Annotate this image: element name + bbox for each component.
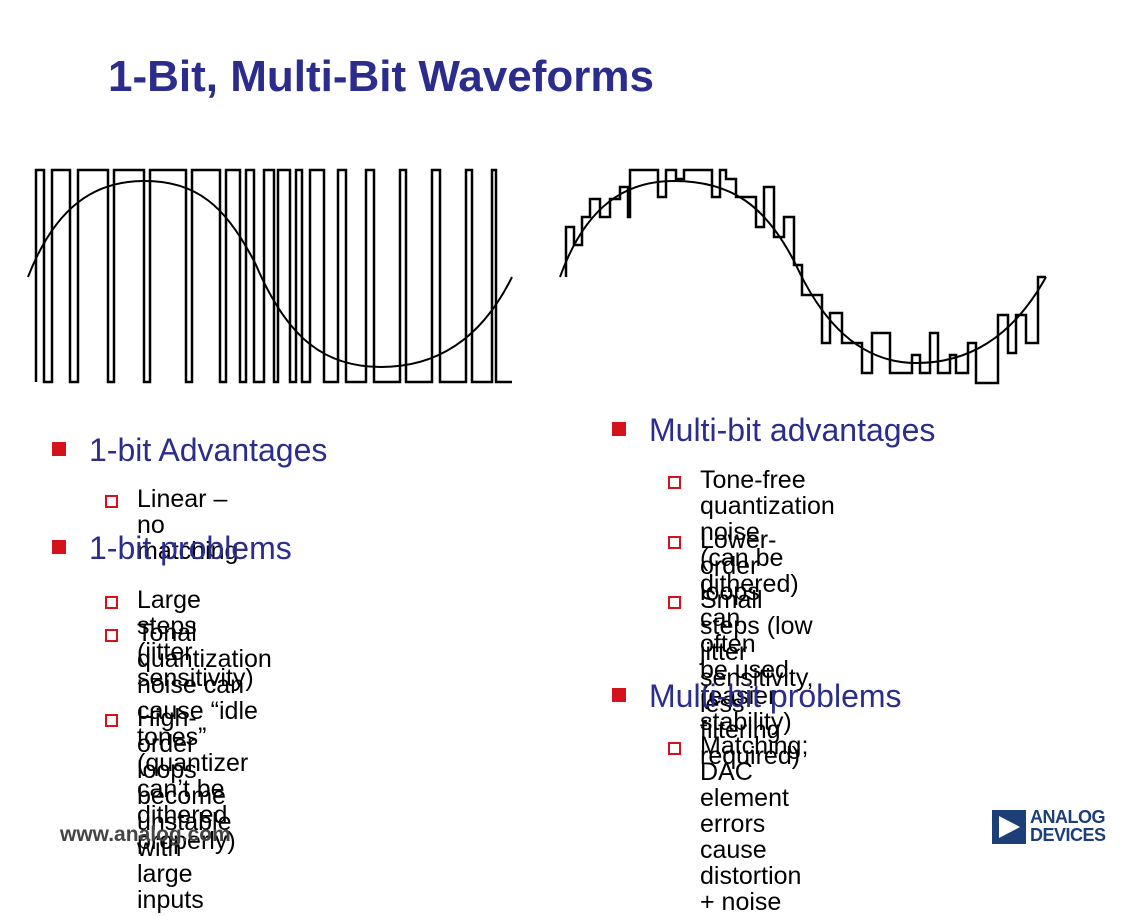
sub-bullet-text: Large steps (jitter sensitivity)	[137, 586, 254, 692]
hollow-square-bullet-icon	[668, 742, 681, 755]
one-bit-pulse-train	[34, 168, 512, 384]
red-square-bullet-icon	[612, 688, 626, 702]
hollow-square-bullet-icon	[668, 536, 681, 549]
multi-bit-staircase	[564, 168, 1046, 385]
hollow-square-bullet-icon	[668, 476, 681, 489]
sub-bullet-text: Small steps (low jitter sensitivity, les…	[700, 586, 814, 770]
section-heading: 1-bit Advantages	[89, 432, 328, 468]
footer-url[interactable]: www.analog.com	[60, 823, 231, 846]
sub-bullet-text: Tone-free quantization noise (can be dit…	[700, 466, 835, 598]
sub-bullet-text: Lower-order loops can often be used (eas…	[700, 526, 792, 736]
hollow-square-bullet-icon	[105, 714, 118, 727]
slide-title: 1-Bit, Multi-Bit Waveforms	[108, 52, 654, 101]
sub-bullet-text: Matching; DAC element errors cause disto…	[700, 732, 809, 916]
logo-wordmark: ANALOG DEVICES	[1030, 807, 1106, 845]
red-square-bullet-icon	[612, 422, 626, 436]
red-square-bullet-icon	[52, 540, 66, 554]
hollow-square-bullet-icon	[105, 495, 118, 508]
red-square-bullet-icon	[52, 442, 66, 456]
hollow-square-bullet-icon	[105, 596, 118, 609]
sub-bullet-text: Linear – no matching	[137, 485, 239, 565]
multi-bit-waveform	[559, 168, 1047, 385]
section-heading: Multi-bit advantages	[649, 412, 936, 448]
section-heading: Multi-bit problems	[649, 678, 902, 714]
one-bit-sine	[27, 179, 513, 369]
sub-bullet-text: Tonal quantization noise can cause “idle…	[137, 619, 272, 855]
triangle-logo-icon	[992, 810, 1026, 844]
multi-bit-sine	[559, 179, 1047, 365]
section-heading: 1-bit problems	[89, 530, 292, 566]
sub-bullet-text: High-order loops become unstable with la…	[137, 704, 232, 914]
one-bit-waveform	[27, 168, 513, 384]
hollow-square-bullet-icon	[105, 629, 118, 642]
hollow-square-bullet-icon	[668, 596, 681, 609]
